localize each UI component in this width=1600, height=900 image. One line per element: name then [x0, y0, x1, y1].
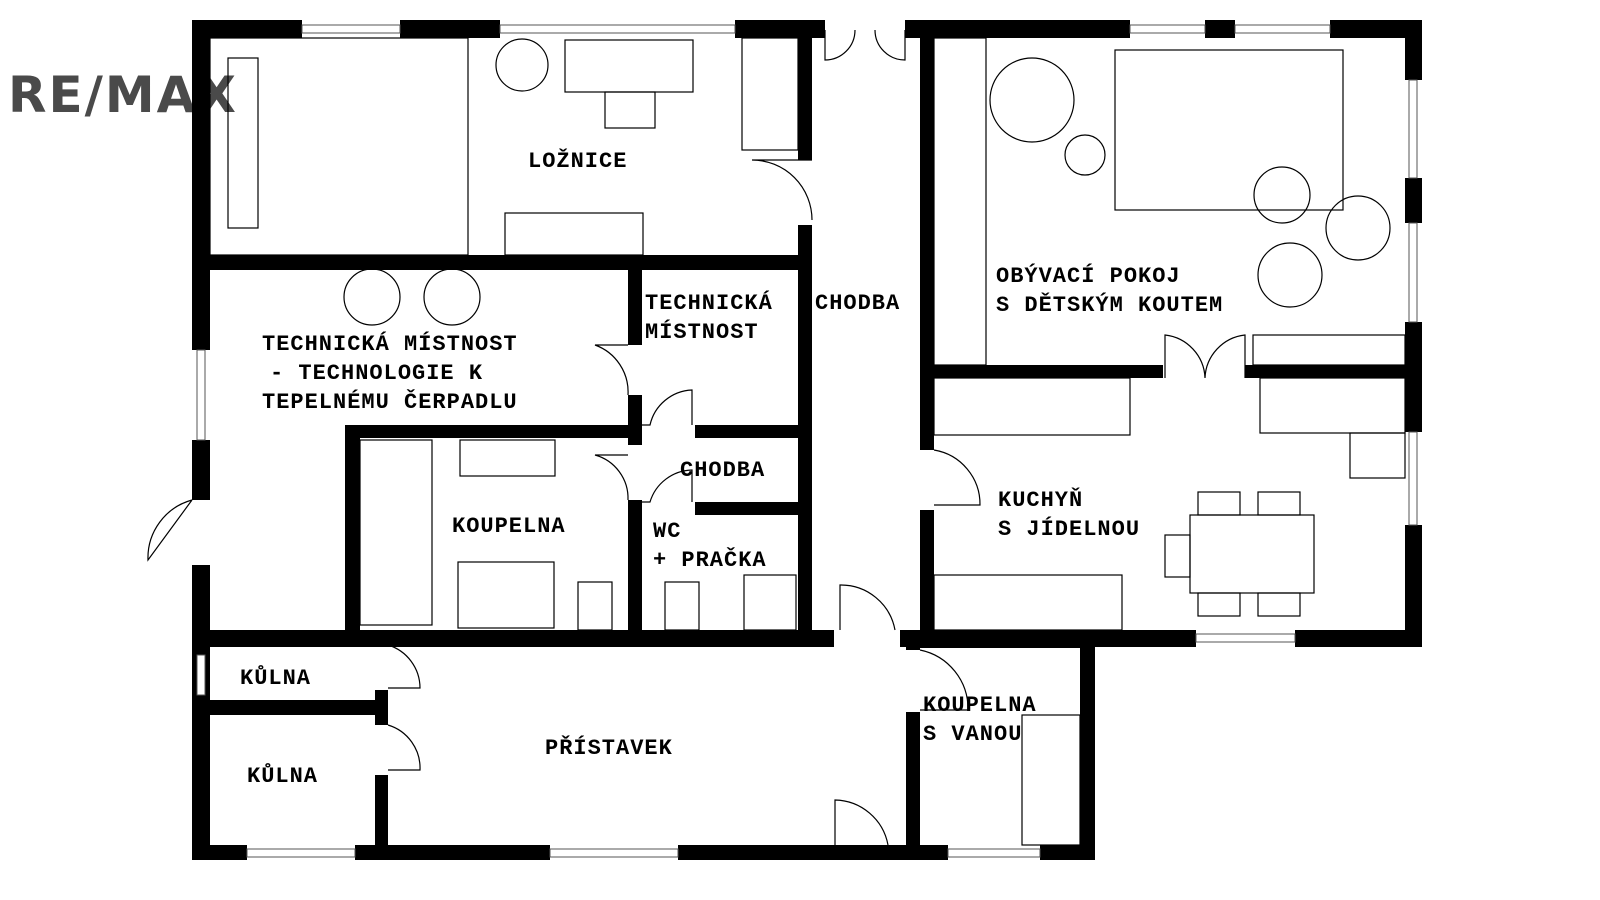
label-tech-big-1: TECHNICKÁ MÍSTNOST	[262, 331, 518, 357]
bed	[209, 37, 469, 256]
dresser	[504, 212, 644, 256]
wardrobe	[741, 37, 799, 151]
door-wc	[642, 469, 693, 503]
door-entrance	[824, 29, 906, 61]
label-loznice: LOŽNICE	[528, 148, 627, 174]
washing-machine	[743, 574, 797, 631]
door-tech-big	[594, 344, 629, 396]
label-wc-1: WC	[653, 519, 681, 544]
label-tech-big-3: TEPELNÉMU ČERPADLU	[262, 389, 518, 415]
door-bathroom	[594, 454, 629, 501]
windows	[196, 24, 1418, 858]
label-kuchyn-2: S JÍDELNOU	[998, 516, 1140, 542]
living-plant	[989, 57, 1075, 143]
tv-unit	[1252, 334, 1406, 366]
label-kuchyn-1: KUCHYŇ	[998, 487, 1083, 513]
door-annex	[834, 799, 889, 846]
door-tech-outside	[147, 499, 193, 562]
shower	[457, 561, 555, 629]
label-koupelna: KOUPELNA	[452, 514, 566, 539]
label-chodba-main: CHODBA	[815, 291, 900, 316]
sink	[459, 439, 556, 477]
label-tech-big-2: - TECHNOLOGIE K	[270, 361, 483, 386]
door-bedroom	[751, 159, 813, 221]
room-labels: LOŽNICE TECHNICKÁ MÍSTNOST - TECHNOLOGIE…	[240, 148, 1223, 789]
kitchen-counter-right	[1259, 377, 1406, 434]
label-obyvaci-1: OBÝVACÍ POKOJ	[996, 263, 1181, 289]
desk	[564, 39, 694, 93]
wc-toilet	[664, 581, 700, 631]
boiler-1	[343, 268, 401, 326]
label-obyvaci-2: S DĚTSKÝM KOUTEM	[996, 292, 1223, 318]
armchair-1	[1253, 166, 1311, 224]
label-wc-2: + PRAČKA	[653, 547, 767, 573]
door-tech-small	[642, 389, 693, 426]
toilet	[577, 581, 613, 631]
label-tech-small-2: MÍSTNOST	[645, 319, 759, 345]
door-living	[1164, 334, 1246, 379]
dining-table	[1189, 514, 1315, 594]
label-koupelna-vana-2: S VANOU	[923, 722, 1022, 747]
label-chodba-small: CHODBA	[680, 458, 765, 483]
kitchen-counter-top	[933, 377, 1131, 436]
bathtub-annex	[1021, 714, 1081, 846]
door-corridor-south	[839, 584, 896, 631]
label-koupelna-vana-1: KOUPELNA	[923, 693, 1037, 718]
plant	[495, 38, 549, 92]
armchair-2	[1325, 195, 1391, 261]
living-wardrobe	[933, 37, 987, 366]
door-shed-1	[387, 644, 421, 689]
bathtub	[359, 439, 433, 626]
boiler-2	[423, 268, 481, 326]
sofa	[1114, 49, 1344, 211]
armchair-3	[1257, 242, 1323, 308]
door-kitchen	[933, 449, 981, 506]
door-bath-tub	[919, 649, 969, 711]
walls	[192, 20, 1422, 860]
label-tech-small-1: TECHNICKÁ	[645, 290, 773, 316]
furniture	[209, 37, 1406, 846]
kitchen-counter-bottom	[933, 574, 1123, 631]
doors	[147, 29, 1246, 846]
label-kulna-1: KŮLNA	[240, 664, 311, 691]
label-kulna-2: KŮLNA	[247, 762, 318, 789]
label-pristavek: PŘÍSTAVEK	[545, 735, 673, 761]
door-shed-2	[387, 724, 421, 771]
